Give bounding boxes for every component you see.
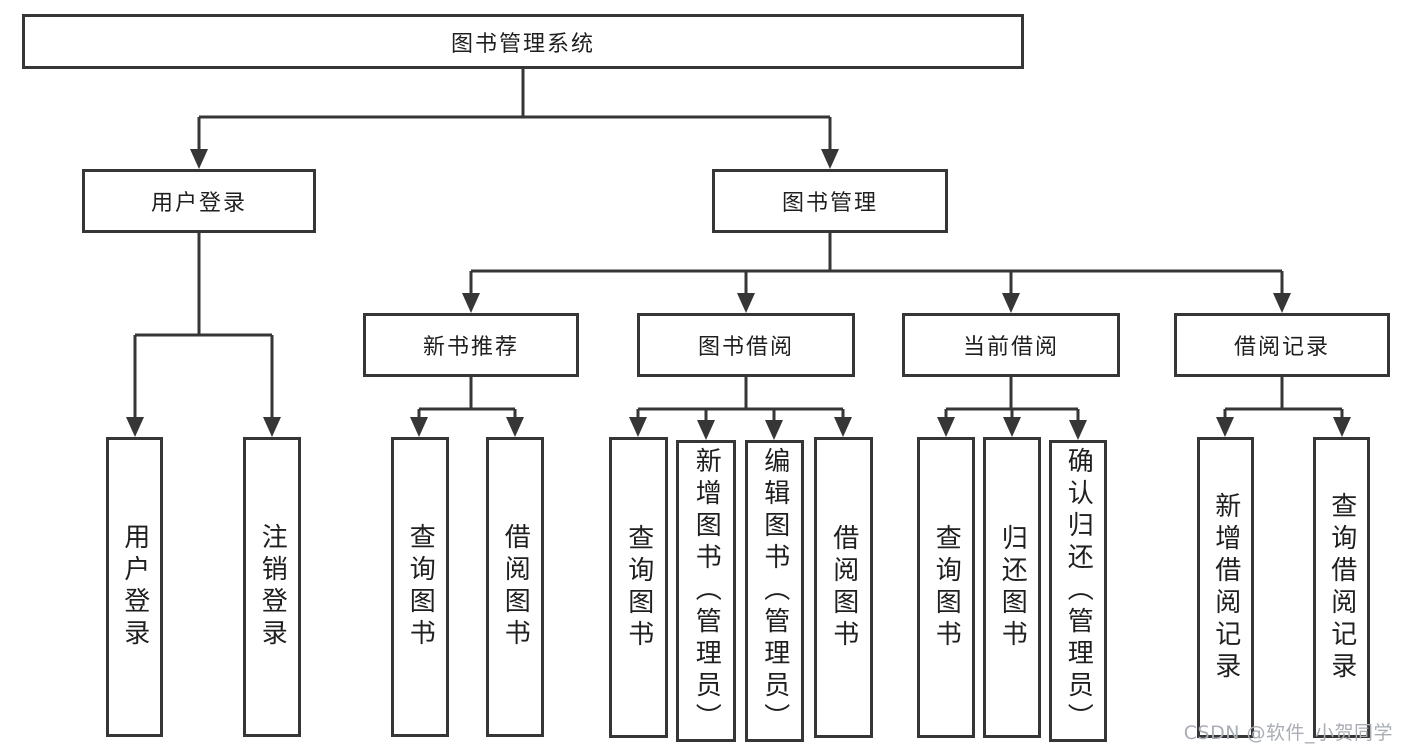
arrowhead-icons <box>126 149 1351 440</box>
leaf-add-book-admin: 新增图书（管理员） <box>676 440 736 742</box>
leaf-query-books-current: 查询图书 <box>917 437 975 738</box>
leaf-borrow-books-borrow: 借阅图书 <box>814 437 873 738</box>
leaf-return-book: 归还图书 <box>983 437 1041 738</box>
leaf-user-login-label: 用户登录 <box>119 523 150 651</box>
leaf-confirm-return-admin-label: 确认归还（管理员） <box>1063 447 1094 735</box>
leaf-query-books-borrow: 查询图书 <box>609 437 668 738</box>
node-book-borrow: 图书借阅 <box>637 313 855 377</box>
leaf-query-borrow-record: 查询借阅记录 <box>1313 437 1370 738</box>
node-book-management: 图书管理 <box>712 169 948 233</box>
leaf-query-books-borrow-label: 查询图书 <box>623 523 654 652</box>
leaf-add-book-admin-label: 新增图书（管理员） <box>691 447 722 735</box>
node-book-borrow-label: 图书借阅 <box>697 335 794 360</box>
node-borrow-records-label: 借阅记录 <box>1233 335 1330 360</box>
node-root-label: 图书管理系统 <box>450 31 595 57</box>
leaf-borrow-books-newbook-label: 借阅图书 <box>500 523 531 651</box>
leaf-logout: 注销登录 <box>243 437 301 737</box>
node-current-borrow-label: 当前借阅 <box>962 335 1059 360</box>
node-current-borrow: 当前借阅 <box>902 313 1120 377</box>
node-root-library-system: 图书管理系统 <box>22 14 1024 69</box>
node-new-book-recommend: 新书推荐 <box>363 313 579 377</box>
leaf-borrow-books-newbook: 借阅图书 <box>486 437 544 737</box>
node-user-login-label: 用户登录 <box>150 191 247 216</box>
watermark-text: CSDN @软件_小贺同学 <box>1183 722 1393 744</box>
leaf-add-borrow-record: 新增借阅记录 <box>1197 437 1254 738</box>
leaf-edit-book-admin-label: 编辑图书（管理员） <box>759 447 790 735</box>
leaf-query-books-newbook: 查询图书 <box>391 437 449 737</box>
leaf-query-books-current-label: 查询图书 <box>931 523 962 652</box>
leaf-logout-label: 注销登录 <box>257 523 288 651</box>
leaf-user-login: 用户登录 <box>106 437 163 737</box>
leaf-edit-book-admin: 编辑图书（管理员） <box>745 440 804 742</box>
leaf-query-books-newbook-label: 查询图书 <box>405 523 436 651</box>
leaf-return-book-label: 归还图书 <box>997 523 1028 652</box>
leaf-query-borrow-record-label: 查询借阅记录 <box>1326 491 1357 684</box>
node-user-login: 用户登录 <box>82 169 316 233</box>
node-new-book-recommend-label: 新书推荐 <box>422 335 519 360</box>
node-book-management-label: 图书管理 <box>781 191 878 216</box>
leaf-confirm-return-admin: 确认归还（管理员） <box>1049 440 1107 742</box>
leaf-borrow-books-borrow-label: 借阅图书 <box>828 523 859 652</box>
leaf-add-borrow-record-label: 新增借阅记录 <box>1210 491 1241 684</box>
node-borrow-records: 借阅记录 <box>1174 313 1390 377</box>
